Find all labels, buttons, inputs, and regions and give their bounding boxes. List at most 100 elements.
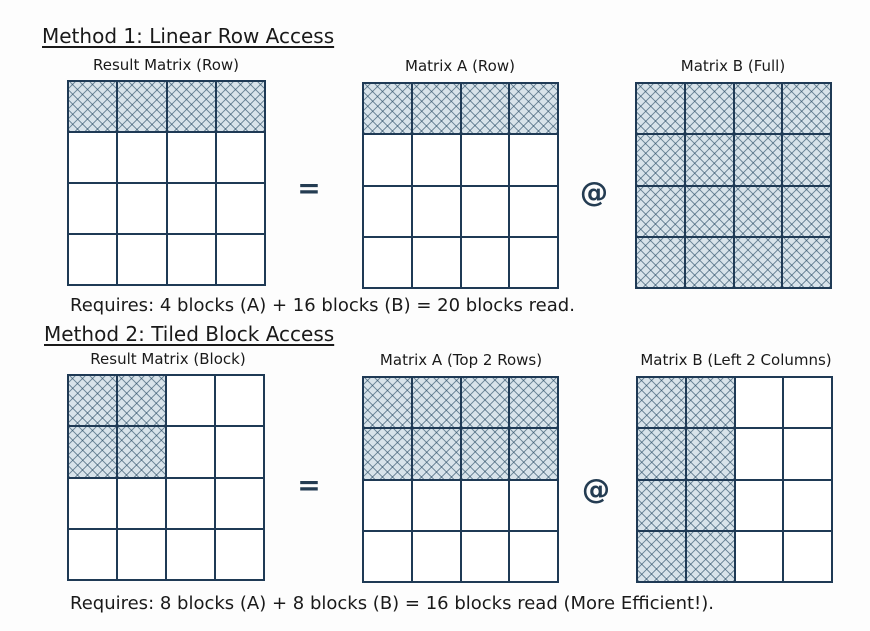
method-2-title: Method 2: Tiled Block Access	[44, 322, 335, 346]
hatched-block-cell	[733, 236, 783, 288]
empty-block-cell	[215, 375, 264, 427]
empty-block-cell	[734, 377, 784, 429]
empty-block-cell	[215, 528, 264, 580]
empty-block-cell	[363, 479, 412, 531]
hatched-block-cell	[509, 83, 558, 135]
matmul-operator: @	[580, 175, 608, 209]
hatched-block-cell	[363, 83, 412, 135]
empty-block-cell	[117, 477, 166, 529]
empty-block-cell	[509, 479, 558, 531]
matrix-a-row-label: Matrix A (Row)	[405, 57, 515, 75]
empty-block-cell	[411, 530, 461, 582]
empty-block-cell	[215, 183, 265, 234]
hatched-block-cell	[637, 377, 686, 429]
empty-block-cell	[166, 477, 215, 529]
hatched-block-cell	[166, 81, 216, 132]
empty-block-cell	[68, 528, 117, 580]
hatched-block-cell	[637, 530, 686, 582]
result-matrix-row-grid	[67, 80, 266, 286]
empty-block-cell	[411, 134, 461, 186]
empty-block-cell	[411, 185, 461, 237]
empty-block-cell	[117, 528, 166, 580]
hatched-block-cell	[636, 83, 685, 135]
matrix-b-left-columns-label: Matrix B (Left 2 Columns)	[640, 351, 832, 369]
matrix-b-full-label: Matrix B (Full)	[680, 57, 786, 75]
result-matrix-block-label: Result Matrix (Block)	[90, 350, 246, 368]
hatched-block-cell	[509, 428, 558, 480]
hatched-block-cell	[684, 236, 734, 288]
hatched-block-cell	[733, 185, 783, 237]
empty-block-cell	[460, 185, 510, 237]
hatched-block-cell	[509, 377, 558, 429]
hatched-block-cell	[685, 428, 735, 480]
empty-block-cell	[68, 477, 117, 529]
hatched-block-cell	[117, 375, 166, 427]
empty-block-cell	[734, 479, 784, 531]
empty-block-cell	[734, 530, 784, 582]
hatched-block-cell	[411, 83, 461, 135]
matmul-operator: @	[582, 472, 610, 506]
matrix-b-left-columns-grid	[636, 376, 833, 583]
empty-block-cell	[460, 479, 510, 531]
empty-block-cell	[783, 479, 832, 531]
empty-block-cell	[783, 530, 832, 582]
empty-block-cell	[509, 134, 558, 186]
hatched-block-cell	[685, 377, 735, 429]
hatched-block-cell	[733, 83, 783, 135]
hatched-block-cell	[637, 428, 686, 480]
hatched-block-cell	[782, 83, 831, 135]
hatched-block-cell	[685, 479, 735, 531]
empty-block-cell	[166, 183, 216, 234]
equals-sign: =	[297, 171, 321, 205]
hatched-block-cell	[637, 479, 686, 531]
empty-block-cell	[117, 234, 167, 285]
hatched-block-cell	[684, 83, 734, 135]
matrix-a-top-rows-grid	[362, 376, 559, 583]
empty-block-cell	[411, 479, 461, 531]
hatched-block-cell	[460, 377, 510, 429]
hatched-block-cell	[685, 530, 735, 582]
hatched-block-cell	[684, 185, 734, 237]
hatched-block-cell	[411, 377, 461, 429]
hatched-block-cell	[460, 428, 510, 480]
empty-block-cell	[117, 132, 167, 183]
hatched-block-cell	[363, 428, 412, 480]
empty-block-cell	[166, 375, 215, 427]
hatched-block-cell	[215, 81, 265, 132]
hatched-block-cell	[684, 134, 734, 186]
result-matrix-row-label: Result Matrix (Row)	[92, 56, 240, 74]
empty-block-cell	[68, 234, 118, 285]
empty-block-cell	[363, 134, 412, 186]
empty-block-cell	[166, 426, 215, 478]
hatched-block-cell	[636, 134, 685, 186]
empty-block-cell	[166, 234, 216, 285]
empty-block-cell	[166, 528, 215, 580]
empty-block-cell	[215, 234, 265, 285]
method-2-summary: Requires: 8 blocks (A) + 8 blocks (B) = …	[70, 593, 715, 614]
hatched-block-cell	[117, 81, 167, 132]
empty-block-cell	[509, 185, 558, 237]
empty-block-cell	[68, 183, 118, 234]
hatched-block-cell	[68, 81, 118, 132]
hatched-block-cell	[636, 185, 685, 237]
empty-block-cell	[363, 530, 412, 582]
empty-block-cell	[363, 185, 412, 237]
hatched-block-cell	[68, 375, 117, 427]
method-1-title: Method 1: Linear Row Access	[42, 24, 335, 48]
hatched-block-cell	[68, 426, 117, 478]
hatched-block-cell	[117, 426, 166, 478]
empty-block-cell	[117, 183, 167, 234]
hatched-block-cell	[733, 134, 783, 186]
equals-sign: =	[297, 468, 321, 502]
empty-block-cell	[460, 134, 510, 186]
matrix-a-row-grid	[362, 82, 559, 289]
empty-block-cell	[783, 377, 832, 429]
hatched-block-cell	[411, 428, 461, 480]
empty-block-cell	[166, 132, 216, 183]
hatched-block-cell	[460, 83, 510, 135]
method-1-summary: Requires: 4 blocks (A) + 16 blocks (B) =…	[70, 295, 575, 316]
empty-block-cell	[509, 530, 558, 582]
empty-block-cell	[215, 426, 264, 478]
empty-block-cell	[460, 236, 510, 288]
hatched-block-cell	[636, 236, 685, 288]
